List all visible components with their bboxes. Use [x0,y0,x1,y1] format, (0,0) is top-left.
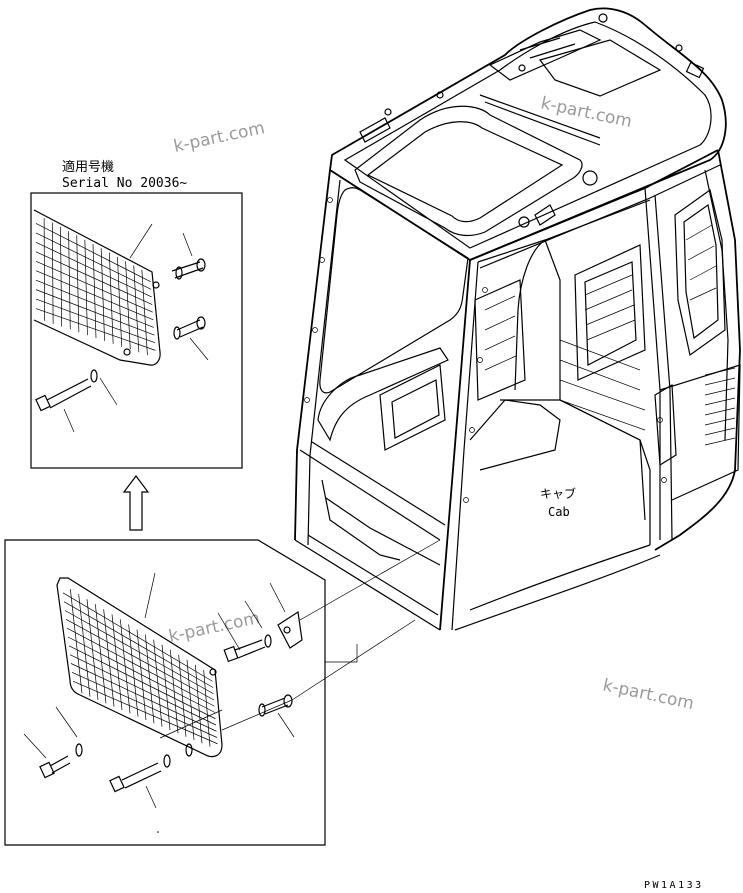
bolt-upper-lower [35,369,98,412]
watermark: k-part.com [167,608,262,647]
mesh-guard-upper [33,209,161,366]
inset-japanese-label: 適用号機 [62,159,114,175]
bolt-upper-mid [173,316,206,340]
cab: キャブ Cab [294,7,741,631]
serial-inset: 適用号機 Serial No 20036~ [30,159,243,469]
drawing-code: PW1A133 [644,880,704,891]
watermark: k-part.com [172,118,267,157]
bolt-lower-d [109,743,193,793]
bracket [277,610,303,649]
up-arrow-icon [122,475,150,531]
bolt-lower-c [39,743,83,779]
bolt-upper-top [171,258,206,280]
bolt-lower-a [223,634,272,663]
watermarks: k-part.com k-part.com k-part.com k-part.… [167,93,696,714]
exploded-inset [4,539,441,846]
watermark: k-part.com [539,93,634,132]
leader-lines-upper [63,223,209,433]
watermark: k-part.com [601,675,696,714]
cab-english-label: Cab [548,505,570,519]
mesh-guard-lower [56,577,223,758]
cab-japanese-label: キャブ [540,486,576,501]
inset-serial-label: Serial No 20036~ [62,176,187,191]
bolt-lower-b [258,694,293,717]
inset-frame [30,192,243,469]
leader-lines-lower [23,572,295,833]
